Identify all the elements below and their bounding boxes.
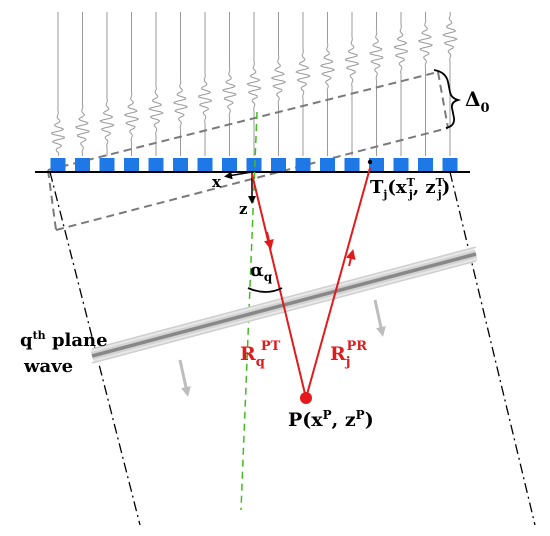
transducer-element	[369, 158, 384, 171]
transducer-array	[50, 158, 458, 171]
waveform-trace	[173, 12, 189, 156]
waveform-trace	[442, 11, 458, 156]
waveform-trace	[74, 12, 90, 157]
alpha-label: αq	[250, 260, 273, 284]
transducer-element	[50, 158, 66, 171]
transducer-element	[442, 158, 458, 171]
transducer-element	[197, 158, 213, 171]
point-p-label: P(xP, zP)	[288, 408, 374, 431]
waveform-trace	[198, 12, 213, 156]
waveform-trace	[393, 12, 409, 156]
transducer-element	[173, 158, 188, 171]
waveform-traces	[50, 11, 458, 157]
ray-receive-arrowhead	[345, 249, 356, 267]
rpt-label: RqPT	[240, 339, 281, 370]
waveform-trace	[99, 12, 115, 157]
transducer-element	[271, 158, 286, 171]
waveform-trace	[344, 12, 360, 156]
waveform-trace	[320, 12, 336, 156]
waveform-trace	[369, 12, 384, 156]
transducer-element	[124, 158, 139, 171]
waveform-trace	[246, 12, 262, 156]
waveform-trace	[417, 11, 434, 156]
ray-transmit	[251, 173, 307, 399]
waveform-trace	[148, 12, 164, 156]
waveform-trace	[295, 12, 311, 156]
x-axis-arrow	[224, 171, 253, 180]
point-p-marker	[300, 392, 312, 404]
transducer-element	[393, 158, 409, 171]
transducer-element	[148, 158, 164, 171]
transducer-element	[246, 158, 262, 171]
delta-brace	[433, 69, 462, 129]
waveform-trace	[270, 12, 287, 156]
propagation-arrow-right	[373, 299, 386, 337]
transducer-element	[99, 158, 115, 171]
element-tj-marker	[367, 159, 373, 165]
rpr-label: RjPR	[330, 339, 367, 370]
transducer-element	[320, 158, 335, 171]
transducer-element	[344, 158, 360, 171]
ray-receive	[305, 167, 371, 399]
z-axis-label: z	[239, 200, 248, 218]
transducer-element	[418, 158, 433, 171]
transducer-element	[222, 158, 237, 171]
delta-label: Δ0	[465, 87, 490, 116]
ray-transmit-arrowhead	[264, 231, 274, 250]
delay-window	[47, 71, 449, 231]
steering-axis	[240, 111, 258, 511]
x-axis-label: x	[212, 173, 222, 191]
waveform-trace	[222, 12, 237, 156]
waveform-trace	[50, 12, 65, 157]
alpha-arc	[247, 287, 283, 293]
transducer-element	[295, 158, 311, 171]
propagation-arrow-left	[178, 359, 191, 397]
transducer-element	[75, 158, 90, 171]
plane-wave-label-line1: qth plane	[20, 329, 108, 351]
plane-wave-label-line2: wave	[23, 356, 73, 377]
waveform-trace	[123, 12, 140, 156]
